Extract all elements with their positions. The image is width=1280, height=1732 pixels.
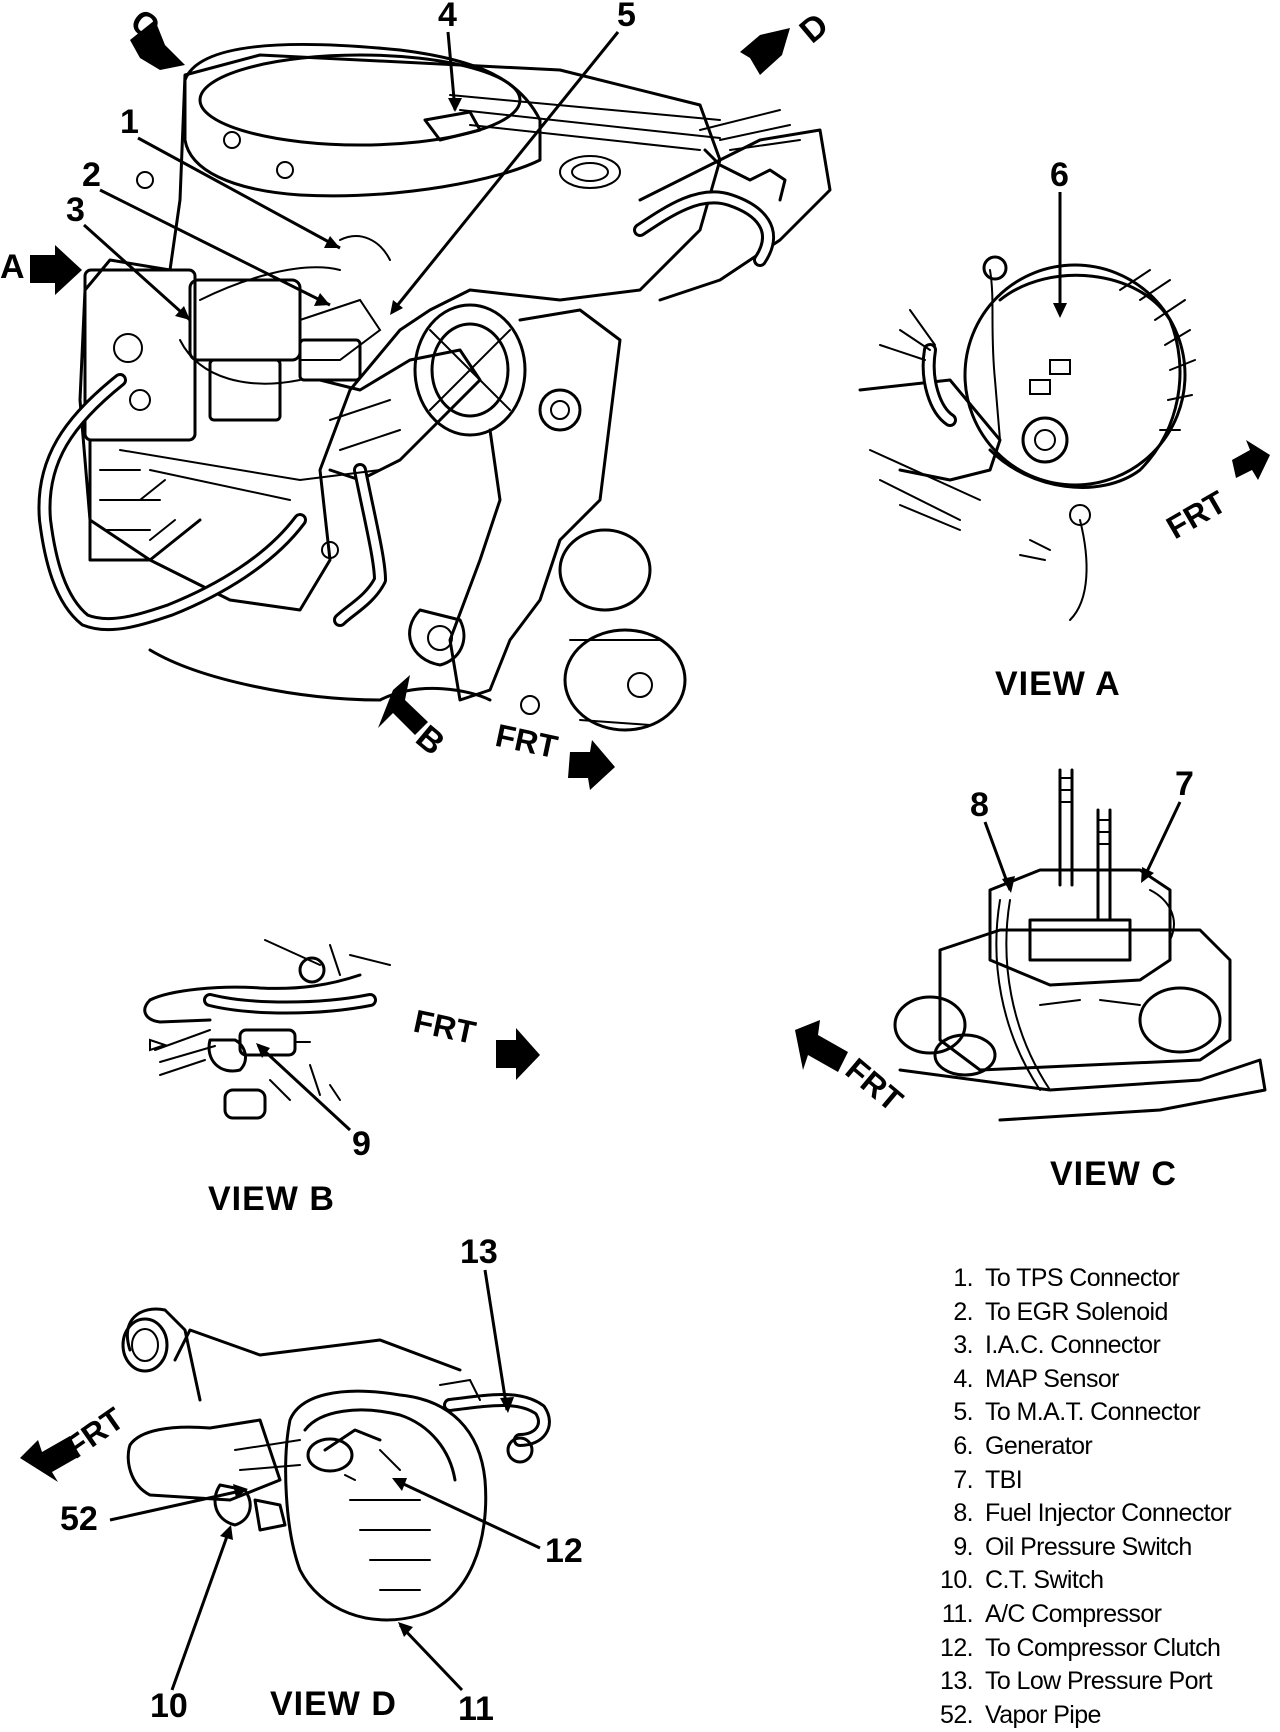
svg-text:13: 13 xyxy=(460,1233,498,1271)
legend-item-number: 12. xyxy=(940,1633,974,1662)
legend-item: 5. To M.A.T. Connector xyxy=(905,1396,1275,1430)
svg-text:12: 12 xyxy=(545,1532,583,1570)
view-b-title: VIEW B xyxy=(208,1180,335,1218)
view-arrow-label-d: D xyxy=(793,6,836,51)
legend-item-number: 1. xyxy=(953,1264,973,1292)
callout-3: 3 xyxy=(66,191,192,322)
callout-7: 7 xyxy=(1141,765,1194,883)
callout-1: 1 xyxy=(120,103,341,250)
legend-item-label: To EGR Solenoid xyxy=(985,1297,1168,1326)
legend-item: 12. To Compressor Clutch xyxy=(905,1632,1275,1666)
svg-text:8: 8 xyxy=(970,786,989,824)
legend-item: 6. Generator xyxy=(905,1430,1275,1464)
callout-9: 9 xyxy=(256,1043,371,1163)
legend-item-number: 2. xyxy=(953,1297,973,1326)
legend-item-number: 7. xyxy=(953,1465,973,1494)
legend-item-label: I.A.C. Connector xyxy=(985,1331,1161,1360)
front-label-view-b: FRT xyxy=(411,1003,480,1051)
front-arrow-main: FRT xyxy=(492,717,615,790)
front-arrow-view-d: FRT xyxy=(20,1400,131,1482)
front-label-main: FRT xyxy=(492,717,561,765)
legend-item-label: Generator xyxy=(985,1431,1093,1460)
callout-11: 11 xyxy=(398,1622,494,1722)
main-engine-illustration xyxy=(37,42,832,732)
svg-text:1: 1 xyxy=(120,103,139,141)
legend-item: 2. To EGR Solenoid xyxy=(905,1296,1275,1330)
legend-item-label: To TPS Connector xyxy=(985,1264,1180,1292)
svg-text:6: 6 xyxy=(1050,156,1069,194)
view-arrow-a: A xyxy=(0,245,82,295)
legend-item: 4. MAP Sensor xyxy=(905,1363,1275,1397)
legend-item-label: Vapor Pipe xyxy=(985,1700,1101,1729)
svg-text:11: 11 xyxy=(458,1690,494,1722)
legend-item-number: 6. xyxy=(953,1431,973,1460)
legend-item-number: 4. xyxy=(953,1364,973,1393)
svg-text:52: 52 xyxy=(60,1500,98,1538)
callout-52: 52 xyxy=(60,1484,248,1538)
legend-item-number: 9. xyxy=(953,1532,973,1561)
legend-item: 11. A/C Compressor xyxy=(905,1598,1275,1632)
callout-legend: 1. To TPS Connector 2. To EGR Solenoid 3. I.A… xyxy=(905,1262,1275,1732)
legend-item: 3. I.A.C. Connector xyxy=(905,1329,1275,1363)
view-b-illustration xyxy=(143,939,391,1120)
legend-item-label: To M.A.T. Connector xyxy=(985,1398,1201,1427)
legend-item: 52. Vapor Pipe xyxy=(905,1699,1275,1732)
view-d-illustration xyxy=(121,1307,551,1622)
legend-item: 7. TBI xyxy=(905,1464,1275,1498)
callout-12: 12 xyxy=(392,1478,583,1570)
legend-item: 10. C.T. Switch xyxy=(905,1564,1275,1598)
svg-text:5: 5 xyxy=(617,0,636,34)
legend-item-label: TBI xyxy=(985,1465,1023,1494)
callout-5: 5 xyxy=(390,0,636,315)
legend-item-number: 3. xyxy=(953,1331,973,1360)
legend-item-number: 13. xyxy=(940,1667,974,1696)
callout-6: 6 xyxy=(1050,156,1069,318)
view-arrow-d: D xyxy=(740,6,836,75)
front-label-view-a: FRT xyxy=(1160,483,1232,546)
svg-text:10: 10 xyxy=(150,1687,188,1722)
callout-4: 4 xyxy=(438,0,462,112)
legend-item-label: Oil Pressure Switch xyxy=(985,1532,1192,1561)
view-arrow-c: C xyxy=(124,2,185,70)
legend-item: 8. Fuel Injector Connector xyxy=(905,1497,1275,1531)
legend-item: 13. To Low Pressure Port xyxy=(905,1665,1275,1699)
legend-item-label: Fuel Injector Connector xyxy=(985,1499,1232,1528)
legend-item-label: To Low Pressure Port xyxy=(985,1667,1213,1696)
callout-2: 2 xyxy=(82,156,331,307)
legend-item-label: C.T. Switch xyxy=(985,1566,1104,1595)
legend-item-label: MAP Sensor xyxy=(985,1364,1119,1393)
view-d-title: VIEW D xyxy=(270,1685,397,1722)
callout-13: 13 xyxy=(460,1233,514,1413)
view-a-title: VIEW A xyxy=(995,665,1121,703)
legend-item-label: A/C Compressor xyxy=(985,1599,1162,1628)
view-c-title: VIEW C xyxy=(1050,1155,1177,1193)
front-label-view-c: FRT xyxy=(839,1051,910,1119)
front-arrow-view-c: FRT xyxy=(795,1020,910,1119)
legend-item-number: 11. xyxy=(941,1599,974,1628)
callout-10: 10 xyxy=(150,1525,233,1722)
svg-text:4: 4 xyxy=(438,0,457,34)
view-arrow-label-a: A xyxy=(0,248,25,286)
front-arrow-view-a: FRT xyxy=(1160,440,1270,546)
legend-item-number: 52. xyxy=(940,1700,974,1729)
svg-text:7: 7 xyxy=(1175,765,1194,803)
legend-item-number: 8. xyxy=(953,1499,973,1528)
legend-item-label: To Compressor Clutch xyxy=(985,1633,1221,1662)
view-a-illustration xyxy=(858,255,1196,621)
legend-item: 9. Oil Pressure Switch xyxy=(905,1531,1275,1565)
legend-item: 1. To TPS Connector xyxy=(905,1262,1275,1296)
svg-text:9: 9 xyxy=(352,1125,371,1163)
legend-item-number: 5. xyxy=(953,1398,973,1427)
svg-text:3: 3 xyxy=(66,191,85,229)
front-arrow-view-b: FRT xyxy=(411,1003,540,1080)
callout-8: 8 xyxy=(970,786,1015,893)
svg-text:2: 2 xyxy=(82,156,101,194)
view-c-illustration xyxy=(893,768,1267,1122)
legend-item-number: 10. xyxy=(940,1566,974,1595)
